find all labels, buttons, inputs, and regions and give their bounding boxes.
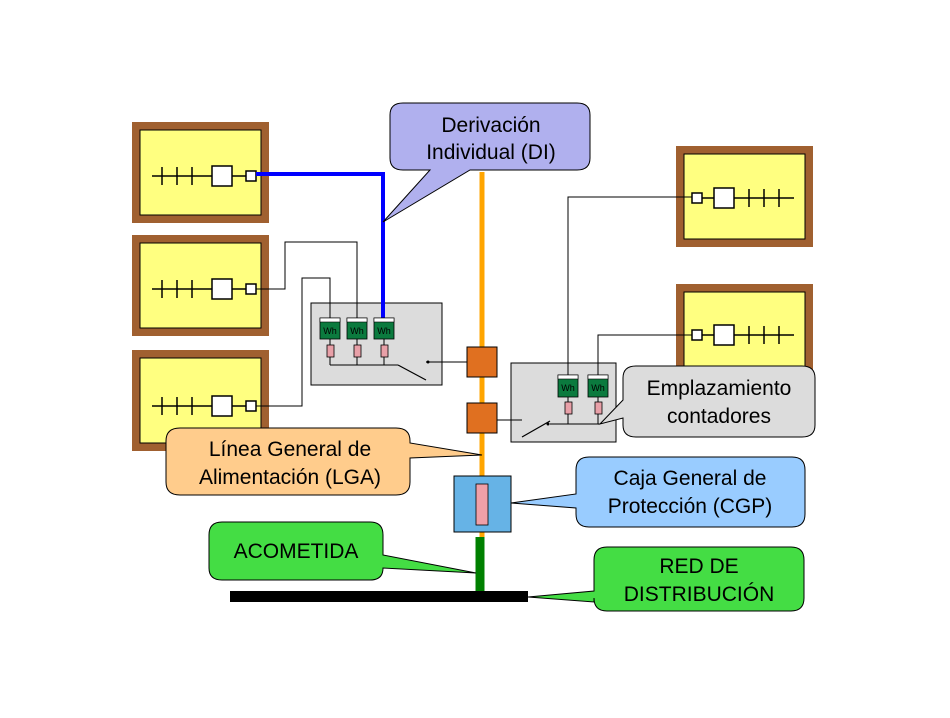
callout-emplazamiento-line-2: contadores: [667, 405, 771, 428]
meter-wh-1: Wh: [319, 317, 341, 340]
callout-lga-line-2: Alimentación (LGA): [199, 466, 381, 489]
callout-emplazamiento-line-1: Emplazamiento: [647, 377, 792, 400]
callout-cgp-line-1: Caja General de: [614, 467, 767, 490]
callout-acometida-label: ACOMETIDA: [234, 540, 359, 563]
meter-wh-5: Wh: [587, 374, 609, 398]
meter-label: Wh: [350, 326, 364, 336]
callout-red-line-1: RED DE: [659, 555, 738, 578]
callout-di-line-1: Derivación: [441, 114, 540, 137]
callout-di-line-2: Individual (DI): [426, 141, 556, 164]
meter-wh-4: Wh: [557, 374, 579, 398]
meter-panel-left: [310, 302, 467, 386]
callout-lga-line-1: Línea General de: [209, 438, 371, 461]
callout-emplazamiento-contadores: Emplazamiento contadores: [598, 365, 816, 438]
callout-lga: Línea General de Alimentación (LGA): [165, 427, 483, 496]
callout-red-line-2: DISTRIBUCIÓN: [624, 583, 775, 606]
callout-derivacion-individual: Derivación Individual (DI): [382, 102, 591, 223]
callout-cgp: Caja General de Protección (CGP): [510, 456, 806, 528]
dwelling-wiring: [256, 196, 692, 407]
dwelling-right-1: [676, 146, 813, 247]
meter-label: Wh: [591, 383, 605, 393]
red-distribucion-bar: [230, 591, 528, 602]
meter-label: Wh: [323, 326, 337, 336]
cgp-box: [453, 475, 512, 533]
fuse-box-lower: [466, 402, 498, 434]
callout-cgp-line-2: Protección (CGP): [608, 495, 773, 518]
derivacion-individual-line: [256, 172, 385, 320]
meter-wh-2: Wh: [346, 317, 368, 340]
dwelling-left-1: [132, 122, 269, 223]
meter-wh-3: Wh: [373, 317, 395, 340]
meter-label: Wh: [377, 326, 391, 336]
meter-label: Wh: [561, 383, 575, 393]
fuse-box-upper: [466, 346, 498, 378]
callout-acometida: ACOMETIDA: [208, 521, 477, 581]
callout-red-distribucion: RED DE DISTRIBUCIÓN: [527, 546, 805, 612]
dwelling-left-2: [132, 235, 269, 336]
